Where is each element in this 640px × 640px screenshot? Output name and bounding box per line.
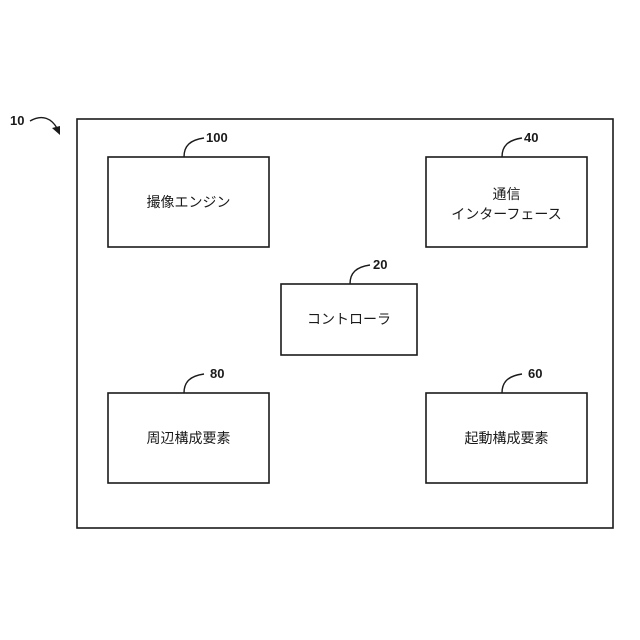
- system-ref-label: 10: [10, 113, 24, 128]
- communication-interface-label-line1: 通信: [493, 187, 521, 203]
- imaging-engine-label: 撮像エンジン: [147, 194, 231, 211]
- activation-components-ref: 60: [528, 366, 542, 381]
- system-ref-arrowhead: [52, 126, 60, 135]
- communication-interface-ref: 40: [524, 130, 538, 145]
- peripheral-components-ref: 80: [210, 366, 224, 381]
- imaging-engine-ref: 100: [206, 130, 228, 145]
- controller-ref: 20: [373, 257, 387, 272]
- activation-components-label: 起動構成要素: [465, 431, 549, 447]
- peripheral-components-label: 周辺構成要素: [147, 431, 231, 447]
- communication-interface-label-line2: インターフェース: [451, 207, 561, 223]
- controller-label: コントローラ: [307, 312, 391, 328]
